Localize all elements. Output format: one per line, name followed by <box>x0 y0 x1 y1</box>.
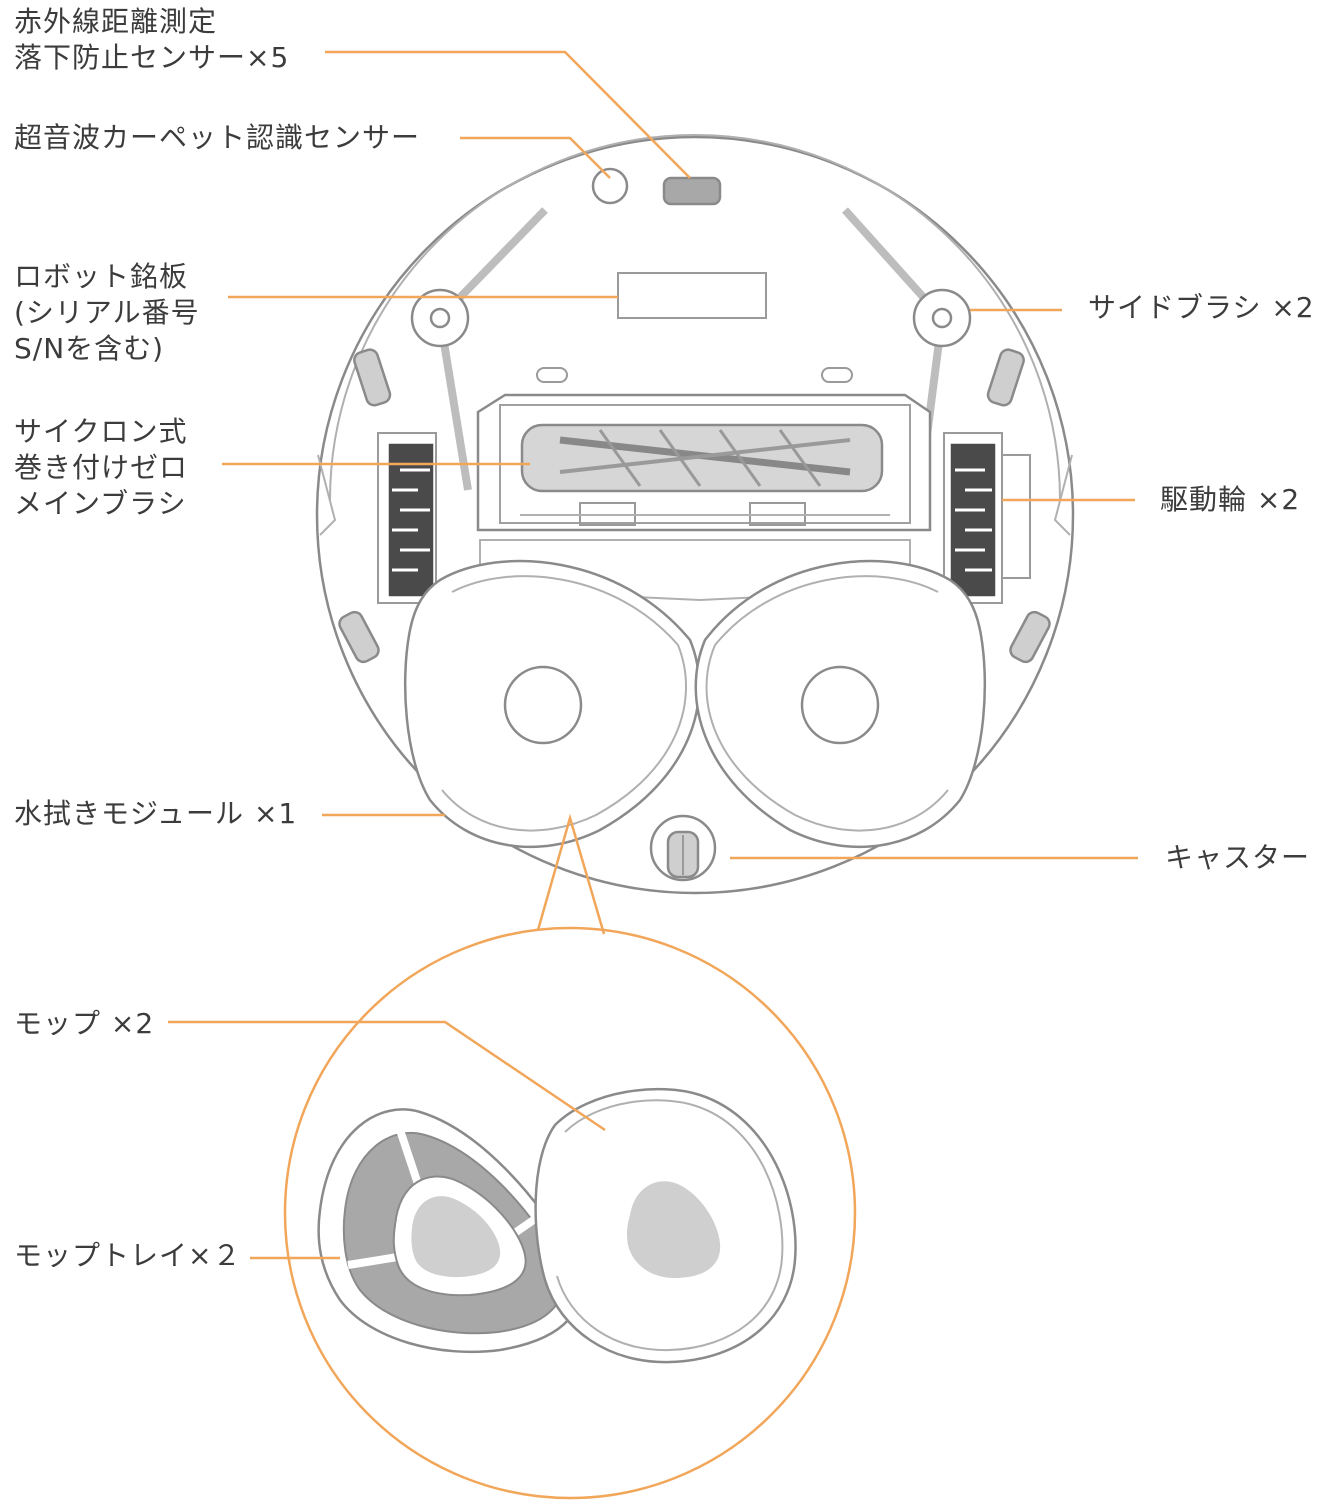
ultrasonic-sensor-icon <box>591 167 629 205</box>
label-nameplate-line3: S/Nを含む) <box>14 332 165 365</box>
leader-mop <box>168 1020 606 1132</box>
bumper-pad-left-upper <box>353 348 392 407</box>
robot-inner-rim <box>329 134 1061 501</box>
magnifier-callout <box>283 813 857 1500</box>
robot-vacuum-icon <box>315 134 1075 895</box>
caster-icon <box>649 814 717 882</box>
drive-wheel-left-icon <box>377 432 437 604</box>
label-main-brush-line2: 巻き付けゼロ <box>14 451 189 484</box>
ir-cliff-sensor-icon <box>662 176 722 206</box>
label-main-brush-line3: メインブラシ <box>14 487 187 520</box>
label-nameplate-line2: (シリアル番号 <box>14 296 200 329</box>
label-main-brush: サイクロン式 巻き付けゼロ メインブラシ <box>14 414 188 522</box>
nameplate-icon <box>617 272 767 319</box>
leader-ultrasonic <box>460 136 611 179</box>
label-side-brush: サイドブラシ ×2 <box>1088 291 1315 324</box>
label-caster: キャスター <box>1165 841 1311 874</box>
slot-left <box>536 367 568 383</box>
leader-ir-sensor <box>325 50 691 179</box>
bumper-pad-left-lower <box>338 610 380 664</box>
label-nameplate-line1: ロボット銘板 <box>14 260 189 293</box>
bumper-pad-right-lower <box>1009 610 1051 664</box>
mop-pad-icon <box>534 1087 797 1364</box>
slot-right <box>821 367 853 383</box>
label-drive-wheel: 駆動輪 ×2 <box>1160 483 1301 516</box>
label-mop: モップ ×2 <box>14 1007 155 1040</box>
label-ir-sensor-line2: 落下防止センサー×5 <box>14 41 290 74</box>
side-brush-left-icon <box>410 207 548 491</box>
leader-lines <box>168 50 1138 1260</box>
label-nameplate: ロボット銘板 (シリアル番号 S/Nを含む) <box>14 259 200 367</box>
label-ir-sensor: 赤外線距離測定 落下防止センサー×5 <box>14 4 289 76</box>
drive-wheel-right-icon <box>943 432 1031 604</box>
mop-module-icon <box>403 539 987 849</box>
label-mop-module: 水拭きモジュール ×1 <box>14 797 298 830</box>
label-main-brush-line1: サイクロン式 <box>14 415 188 448</box>
mop-tray-icon <box>317 1108 582 1354</box>
main-brush-icon <box>476 393 932 532</box>
robot-side-notch-right <box>1053 454 1073 536</box>
label-mop-tray: モップトレイ×２ <box>14 1239 242 1272</box>
bumper-pad-right-upper <box>986 348 1025 407</box>
label-ir-sensor-line1: 赤外線距離測定 <box>14 5 218 38</box>
robot-side-notch-left <box>317 454 337 536</box>
label-ultrasonic: 超音波カーペット認識センサー <box>14 121 421 154</box>
